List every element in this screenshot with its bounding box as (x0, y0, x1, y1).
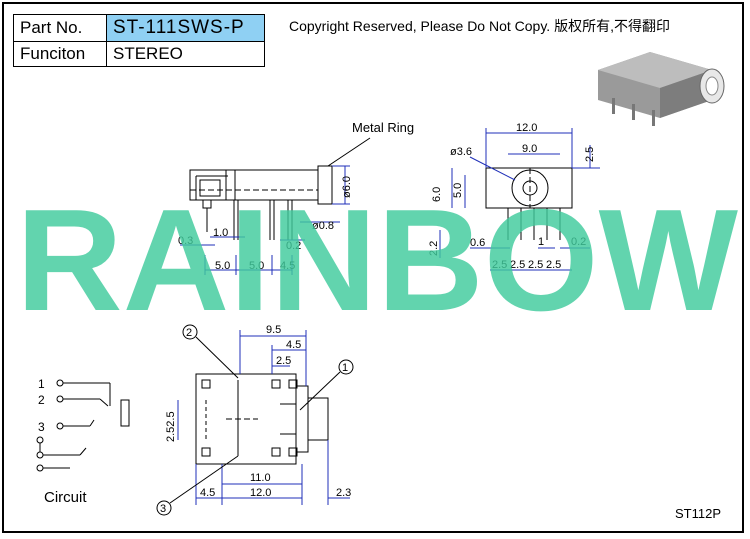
dim-side-d50a: 5.0 (215, 260, 230, 272)
dim-front-d25c: 2.5 (528, 259, 543, 271)
dim-side-d03: 0.3 (178, 235, 193, 247)
top-view (195, 373, 329, 465)
callout-3: 3 (156, 455, 239, 516)
callout-2: 2 (182, 324, 239, 379)
rainbow-watermark: RAINBOW (16, 179, 738, 341)
sheet-border (2, 2, 744, 533)
dim-front-d25b: 2.5 (510, 259, 525, 271)
copyright-notice: Copyright Reserved, Please Do Not Copy. … (289, 18, 670, 34)
dim-front-d90: 9.0 (522, 143, 537, 155)
dim-front-d22: 2.2 (428, 241, 440, 256)
callout-3-label: 3 (160, 503, 166, 515)
pin-1-label: 1 (38, 377, 45, 391)
dim-front-d1: 1 (538, 236, 544, 248)
dim-side-d08: ø0.8 (312, 220, 334, 232)
dim-side-d10: 1.0 (213, 227, 228, 239)
dim-top-d95: 9.5 (266, 324, 281, 336)
top-view-dims (177, 330, 350, 505)
dim-front-d60: 6.0 (431, 187, 443, 202)
dim-side-d02: 0.2 (286, 240, 301, 252)
dim-side-d50b: 5.0 (249, 260, 264, 272)
function-label: Funciton (13, 41, 107, 67)
dim-top-d110: 11.0 (250, 472, 271, 484)
product-photo (598, 52, 725, 126)
dim-front-d06: 0.6 (470, 237, 485, 249)
side-view (189, 137, 371, 240)
dim-top-d45: 4.5 (286, 339, 301, 351)
pin-2-label: 2 (38, 393, 45, 407)
dim-top-d120: 12.0 (250, 487, 271, 499)
dim-front-d25: 2.5 (584, 147, 596, 162)
callout-1: 1 (299, 359, 354, 411)
circuit-label: Circuit (44, 489, 87, 506)
dim-top-d2525: 2.52.5 (165, 411, 177, 442)
dim-front-d36: ø3.6 (450, 146, 472, 158)
dim-front-d25d: 2.5 (546, 259, 561, 271)
dim-top-d45b: 4.5 (200, 487, 215, 499)
dim-top-d23: 2.3 (336, 487, 351, 499)
metal-ring-label: Metal Ring (352, 120, 414, 135)
dim-top-d25: 2.5 (276, 355, 291, 367)
model-code: ST112P (675, 506, 722, 521)
callout-2-label: 2 (186, 327, 192, 339)
dim-side-d45: 4.5 (280, 260, 295, 272)
callout-1-label: 1 (342, 362, 348, 374)
dim-front-d120: 12.0 (516, 122, 537, 134)
circuit-schematic (36, 379, 130, 472)
function-value: STEREO (106, 41, 265, 67)
front-view (485, 167, 573, 240)
dim-front-d25a: 2.5 (492, 259, 507, 271)
dim-front-d50: 5.0 (452, 183, 464, 198)
side-view-dims (180, 165, 350, 275)
dim-front-d02: 0.2 (571, 236, 586, 248)
front-view-dims (439, 128, 600, 271)
title-block: Part No. ST-111SWS-P Funciton STEREO (13, 14, 265, 67)
pin-3-label: 3 (38, 420, 45, 434)
dim-side-d60: ø6.0 (341, 176, 353, 198)
